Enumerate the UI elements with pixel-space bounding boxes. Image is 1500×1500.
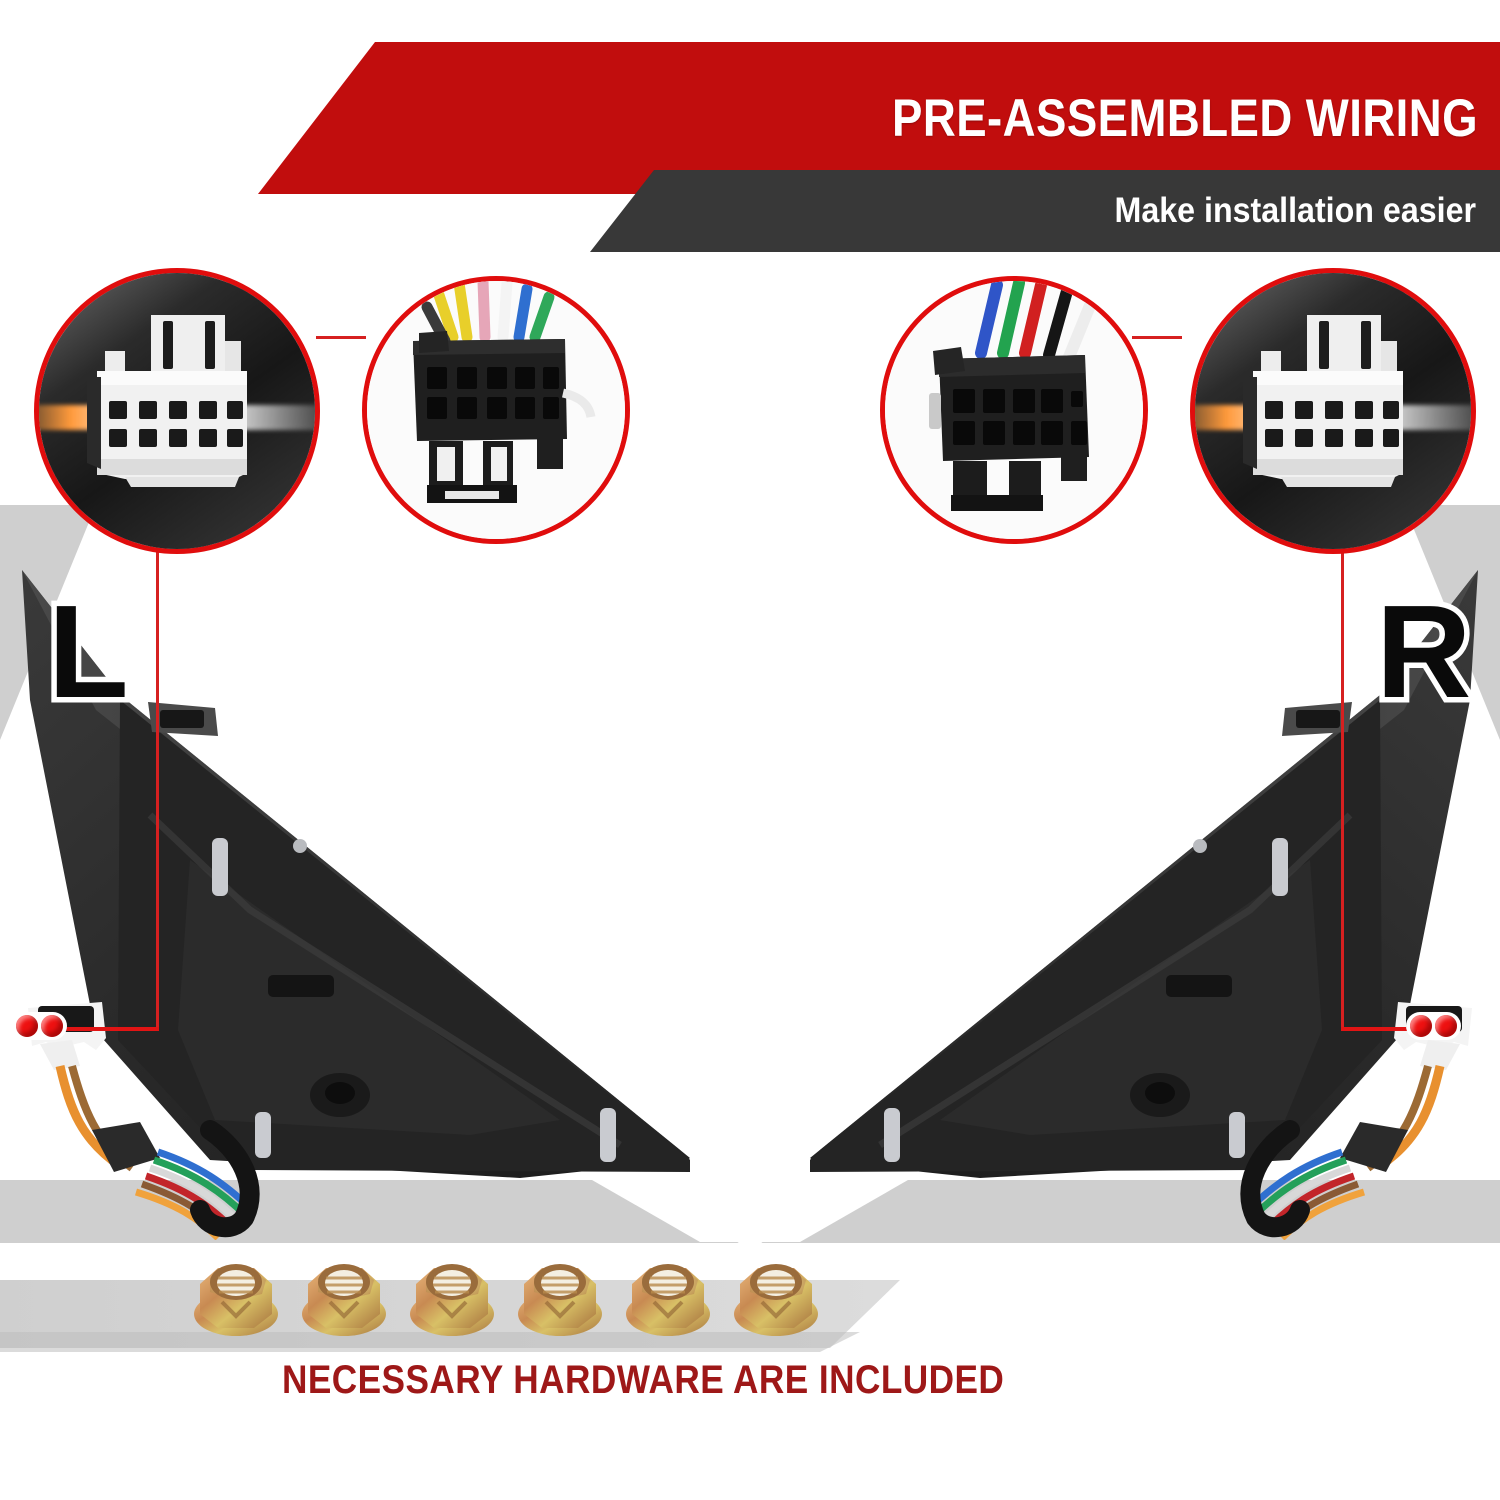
callout-left-white-connector <box>34 268 320 554</box>
header-subtitle: Make installation easier <box>1114 191 1477 230</box>
flange-nut <box>518 1264 602 1336</box>
marker-dot <box>1410 1015 1432 1037</box>
label-left-side: L <box>43 578 135 725</box>
white-connector-illustration <box>1243 315 1403 487</box>
hardware-caption: NECESSARY HARDWARE ARE INCLUDED <box>282 1358 1005 1402</box>
leader-line-right-upper-connector <box>1132 336 1182 339</box>
flange-nut <box>734 1264 818 1336</box>
leader-line-left-vertical <box>156 540 159 1030</box>
black-connector-illustration <box>929 281 1097 511</box>
header-banner-secondary: Make installation easier <box>590 170 1500 252</box>
leader-line-left-upper-connector <box>316 336 366 339</box>
leader-line-right-horizontal <box>1341 1027 1438 1031</box>
flange-nut <box>626 1264 710 1336</box>
right-side-mirror <box>810 570 1478 1178</box>
marker-dot <box>41 1015 63 1037</box>
left-side-mirror <box>22 570 690 1178</box>
callout-left-black-connector <box>362 276 630 544</box>
callout-right-black-connector <box>880 276 1148 544</box>
callout-right-white-connector <box>1190 268 1476 554</box>
header-title: PRE-ASSEMBLED WIRING <box>891 88 1478 148</box>
marker-dots-right <box>1406 1012 1461 1040</box>
flange-nut <box>302 1264 386 1336</box>
flange-nut <box>194 1264 278 1336</box>
header-banner-primary: PRE-ASSEMBLED WIRING <box>258 42 1500 194</box>
marker-dot <box>16 1015 38 1037</box>
white-connector-illustration <box>87 315 247 487</box>
leader-line-right-vertical <box>1341 540 1344 1030</box>
label-right-side: R <box>1370 578 1476 725</box>
leader-line-left-horizontal <box>62 1027 159 1031</box>
marker-dots-left <box>12 1012 67 1040</box>
marker-dot <box>1435 1015 1457 1037</box>
hardware-nut-row <box>182 1238 830 1346</box>
flange-nut <box>410 1264 494 1336</box>
black-connector-illustration <box>413 281 596 503</box>
left-wire-harness <box>28 1002 260 1240</box>
